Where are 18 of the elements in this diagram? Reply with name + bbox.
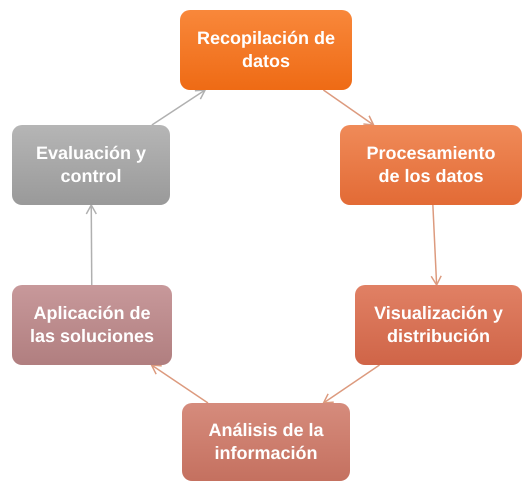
arrow	[151, 89, 206, 126]
process-box	[180, 10, 352, 90]
process-box	[12, 285, 172, 365]
arrow	[430, 204, 442, 286]
box-label: Aplicación de las soluciones	[28, 302, 156, 348]
box-label: Análisis de la información	[207, 418, 325, 465]
process-box	[340, 125, 522, 205]
box-label: Recopilación de datos	[196, 26, 336, 73]
box-label: Evaluación y control	[34, 142, 148, 188]
process-box	[12, 125, 170, 205]
process-box	[182, 403, 350, 481]
arrow	[322, 364, 380, 404]
process-box	[355, 285, 522, 365]
arrow	[150, 364, 208, 404]
arrow	[322, 89, 374, 126]
box-label: Visualización y distribución	[373, 302, 504, 348]
box-label: Procesamiento de los datos	[365, 142, 497, 188]
arrow	[86, 204, 98, 285]
